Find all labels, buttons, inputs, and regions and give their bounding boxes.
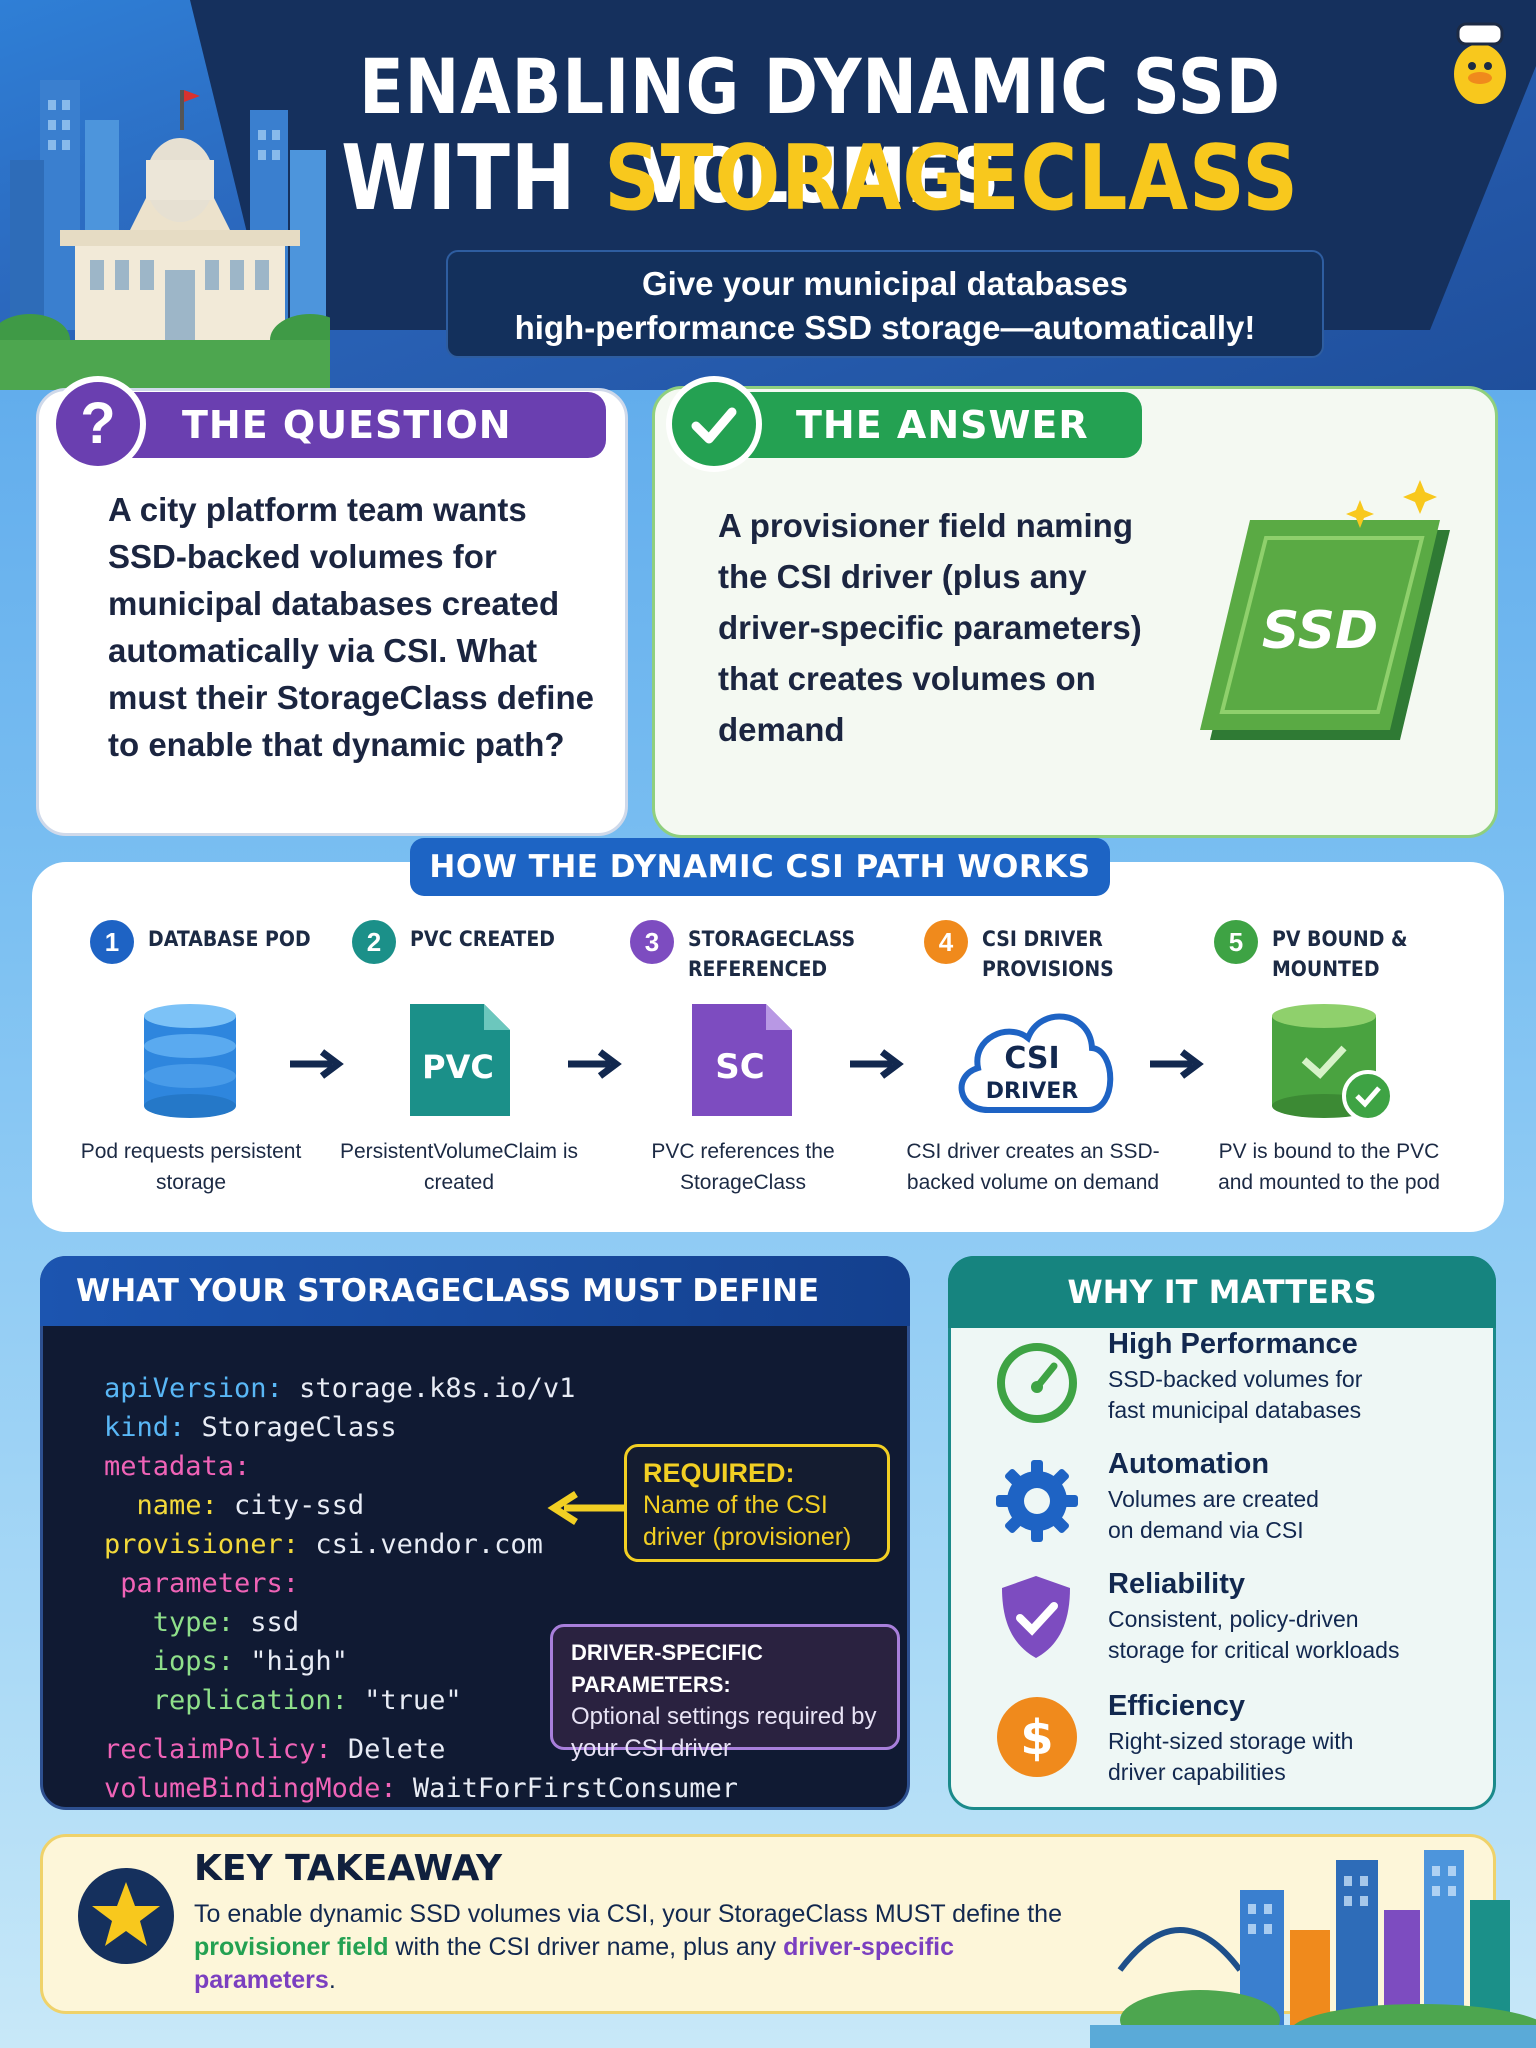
why-it-matters-title: WHY IT MATTERS xyxy=(948,1256,1496,1328)
arrow-right-icon xyxy=(568,1049,622,1079)
answer-banner: THE ANSWER xyxy=(700,392,1142,458)
step-5-number: 5 xyxy=(1214,920,1258,964)
driver-params-text: Optional settings required by your CSI d… xyxy=(571,1703,877,1762)
question-mark-icon: ? xyxy=(50,376,146,472)
why-item-2-title: Automation xyxy=(1108,1448,1270,1480)
arrow-left-icon xyxy=(547,1491,624,1525)
dollar-icon: $ xyxy=(997,1697,1077,1777)
step-2-description: PersistentVolumeClaim is created xyxy=(339,1140,579,1194)
storageclass-document-icon: SC xyxy=(692,1004,792,1116)
driver-parameters-callout: DRIVER-SPECIFIC PARAMETERS: Optional set… xyxy=(550,1624,900,1762)
code-line-replication: replication: "true" xyxy=(104,1685,462,1716)
required-callout: REQUIRED: Name of the CSI driver (provis… xyxy=(624,1444,890,1562)
step-4-description: CSI driver creates an SSD-backed volume … xyxy=(906,1140,1160,1194)
arrow-right-icon xyxy=(1150,1049,1204,1079)
step-4-title: CSI DRIVER PROVISIONS xyxy=(982,927,1114,981)
csi-icon-text: CSI xyxy=(1004,1041,1059,1076)
driver-icon-text: DRIVER xyxy=(986,1079,1078,1104)
subtitle-line1: Give your municipal databases xyxy=(641,265,1128,302)
required-text: Name of the CSI driver (provisioner) xyxy=(643,1491,852,1551)
why-item-3-desc-line1: Consistent, policy-driven xyxy=(1108,1606,1359,1632)
arrow-right-icon xyxy=(850,1049,904,1079)
step-1-description: Pod requests persistent storage xyxy=(80,1140,302,1194)
gear-icon xyxy=(996,1460,1078,1542)
why-item-1-desc-line2: fast municipal databases xyxy=(1108,1397,1362,1423)
step-3-title: STORAGECLASS REFERENCED xyxy=(688,927,856,981)
gauge-icon xyxy=(997,1343,1077,1423)
driver-params-highlight: driver-specific parameters xyxy=(194,1933,955,1994)
code-line-name: name: city-ssd xyxy=(104,1490,365,1521)
star-icon xyxy=(78,1868,174,1964)
arrow-right-icon xyxy=(290,1049,344,1079)
why-item-1-title: High Performance xyxy=(1108,1328,1358,1360)
step-5-title: PV BOUND & MOUNTED xyxy=(1272,927,1408,981)
pvc-document-icon: PVC xyxy=(410,1004,510,1116)
database-icon xyxy=(144,1004,236,1118)
sailor-duck-mascot-icon xyxy=(1454,22,1506,104)
step-4-number: 4 xyxy=(924,920,968,964)
key-takeaway-text: To enable dynamic SSD volumes via CSI, y… xyxy=(194,1900,1062,1994)
title-storageclass-word: STORAGECLASS xyxy=(604,126,1299,231)
page-title-line1: ENABLING DYNAMIC SSD VOLUMES xyxy=(359,42,1281,220)
step-1-title: DATABASE POD xyxy=(148,927,311,951)
why-item-2-desc-line2: on demand via CSI xyxy=(1108,1517,1304,1543)
code-line-type: type: ssd xyxy=(104,1607,300,1638)
code-line-provisioner: provisioner: csi.vendor.com xyxy=(104,1529,543,1560)
title-with-word: WITH xyxy=(341,126,577,231)
why-item-3-title: Reliability xyxy=(1108,1568,1245,1600)
code-line-kind: kind: StorageClass xyxy=(104,1412,397,1443)
why-item-1-desc-line1: SSD-backed volumes for xyxy=(1108,1366,1363,1392)
question-card xyxy=(36,388,628,836)
yaml-code-block: apiVersion: storage.k8s.io/v1 kind: Stora… xyxy=(104,1330,738,1847)
why-item-4-desc-line2: driver capabilities xyxy=(1108,1759,1286,1785)
code-line-reclaim: reclaimPolicy: Delete xyxy=(104,1734,446,1765)
why-item-3-desc-line2: storage for critical workloads xyxy=(1108,1637,1400,1663)
question-banner: THE QUESTION xyxy=(96,392,606,458)
page-title-line2: WITH STORAGECLASS xyxy=(304,126,1336,231)
ssd-drive-icon: SSD xyxy=(1200,480,1450,740)
code-line-iops: iops: "high" xyxy=(104,1646,348,1677)
subtitle-box: Give your municipal databases high-perfo… xyxy=(446,250,1324,358)
ssd-label: SSD xyxy=(1262,601,1378,661)
required-title: REQUIRED: xyxy=(643,1458,795,1488)
why-item-2-desc-line1: Volumes are created xyxy=(1108,1486,1319,1512)
step-3-number: 3 xyxy=(630,920,674,964)
provisioner-field-highlight: provisioner field xyxy=(194,1933,389,1961)
step-1-number: 1 xyxy=(90,920,134,964)
code-line-parameters: parameters: xyxy=(104,1568,300,1599)
step-5-description: PV is bound to the PVC and mounted to th… xyxy=(1218,1140,1440,1194)
city-hall-illustration xyxy=(0,80,330,390)
key-takeaway-title: KEY TAKEAWAY xyxy=(194,1848,503,1889)
answer-text: A provisioner field naming the CSI drive… xyxy=(718,507,1142,748)
step-2-number: 2 xyxy=(352,920,396,964)
subtitle-line2: high-performance SSD storage—automatical… xyxy=(514,309,1256,346)
code-line-metadata: metadata: xyxy=(104,1451,251,1482)
pvc-icon-text: PVC xyxy=(422,1048,494,1086)
code-line-binding: volumeBindingMode: WaitForFirstConsumer xyxy=(104,1773,738,1804)
why-item-4-desc-line1: Right-sized storage with xyxy=(1108,1728,1354,1754)
question-text: A city platform team wants SSD-backed vo… xyxy=(108,491,594,763)
mounted-volume-icon xyxy=(1272,1004,1394,1122)
svg-text:$: $ xyxy=(1020,1710,1053,1766)
shield-icon xyxy=(1002,1576,1070,1658)
checkmark-icon xyxy=(666,376,762,472)
code-card-title: WHAT YOUR STORAGECLASS MUST DEFINE xyxy=(40,1256,910,1326)
how-it-works-title: HOW THE DYNAMIC CSI PATH WORKS xyxy=(410,838,1110,896)
code-line-apiversion: apiVersion: storage.k8s.io/v1 xyxy=(104,1373,576,1404)
csi-driver-cloud-icon: CSI DRIVER xyxy=(958,1013,1114,1113)
sc-icon-text: SC xyxy=(715,1047,764,1087)
driver-params-title: DRIVER-SPECIFIC PARAMETERS: xyxy=(571,1640,763,1697)
city-skyline-illustration xyxy=(1090,1850,1536,2048)
why-item-4-title: Efficiency xyxy=(1108,1690,1245,1722)
step-2-title: PVC CREATED xyxy=(410,927,555,951)
step-3-description: PVC references the StorageClass xyxy=(651,1140,835,1194)
